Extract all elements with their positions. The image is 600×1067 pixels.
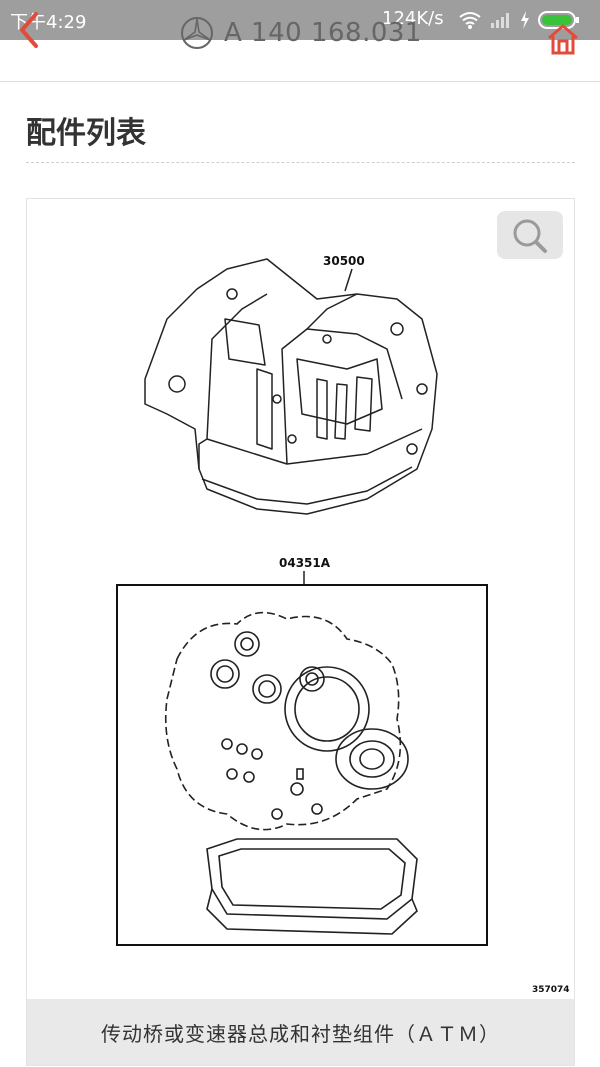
- parts-diagram-card: 30500 04351A: [26, 198, 575, 1066]
- gasket-kit-drawing: [164, 611, 418, 935]
- app-bar: A 140 168.031: [0, 12, 600, 82]
- wifi-icon: [459, 12, 481, 29]
- status-time: 下午4:29: [10, 12, 87, 33]
- home-button[interactable]: [546, 22, 580, 56]
- chevron-left-icon: [20, 12, 38, 48]
- section-title: 配件列表: [26, 116, 146, 151]
- part-label-30500[interactable]: 30500: [323, 254, 365, 268]
- network-speed: 124K/s: [382, 8, 444, 29]
- signal-icon: [491, 13, 509, 28]
- mercedes-star-icon: [181, 17, 213, 49]
- status-icons: [458, 10, 580, 30]
- parts-diagram[interactable]: 30500 04351A: [27, 199, 576, 999]
- home-icon: [548, 24, 578, 55]
- charging-icon: [521, 11, 529, 29]
- zoom-button[interactable]: [497, 211, 563, 259]
- search-icon: [513, 219, 547, 253]
- gasket-kit-box: [116, 584, 488, 946]
- transmission-assembly-drawing: [144, 258, 438, 515]
- figure-code: 357074: [532, 985, 570, 995]
- part-label-04351a[interactable]: 04351A: [279, 556, 331, 570]
- part-caption: 传动桥或变速器总成和衬垫组件（ＡＴＭ）: [101, 1021, 500, 1046]
- back-button[interactable]: [14, 10, 46, 50]
- caption-bar: 传动桥或变速器总成和衬垫组件（ＡＴＭ）: [27, 999, 574, 1065]
- divider: [26, 162, 575, 163]
- app-title: A 140 168.031: [180, 16, 422, 50]
- page-title: A 140 168.031: [224, 18, 422, 48]
- status-bar: 下午4:29 124K/s: [0, 0, 600, 40]
- battery-icon: [538, 11, 579, 29]
